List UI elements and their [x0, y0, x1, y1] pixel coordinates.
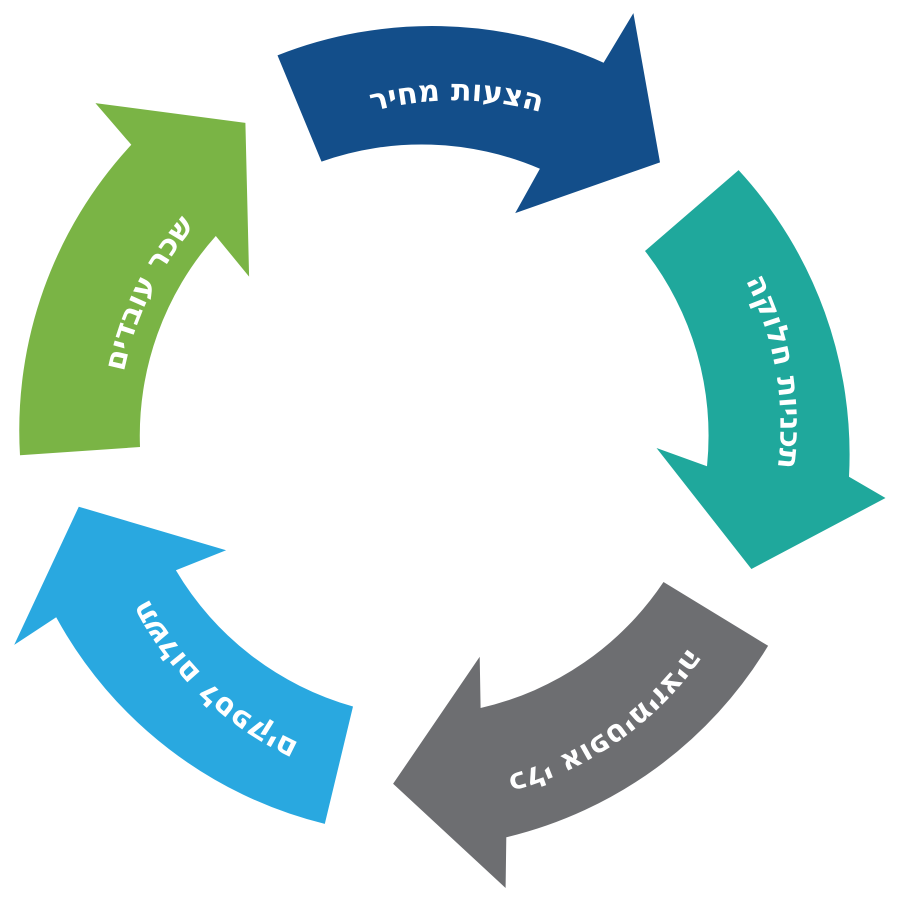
- cycle-segment-employee-salaries: שכר עובדים: [19, 103, 250, 456]
- cycle-arrow-employee-salaries: [19, 103, 250, 456]
- cycle-arrow-optimization-tools: [393, 582, 769, 888]
- cycle-arrow-price-quotes: [277, 13, 660, 214]
- cycle-segment-distribution-plans: תכניות חלוקה: [645, 170, 886, 569]
- cycle-segment-price-quotes: הצעות מחיר: [277, 13, 660, 214]
- cycle-segment-optimization-tools: כלי אופטימיזציה: [393, 582, 769, 888]
- cycle-arrow-distribution-plans: [645, 170, 886, 569]
- cycle-segment-supplier-payments: תשלום לספקים: [14, 506, 353, 824]
- cycle-arrow-supplier-payments: [14, 506, 353, 824]
